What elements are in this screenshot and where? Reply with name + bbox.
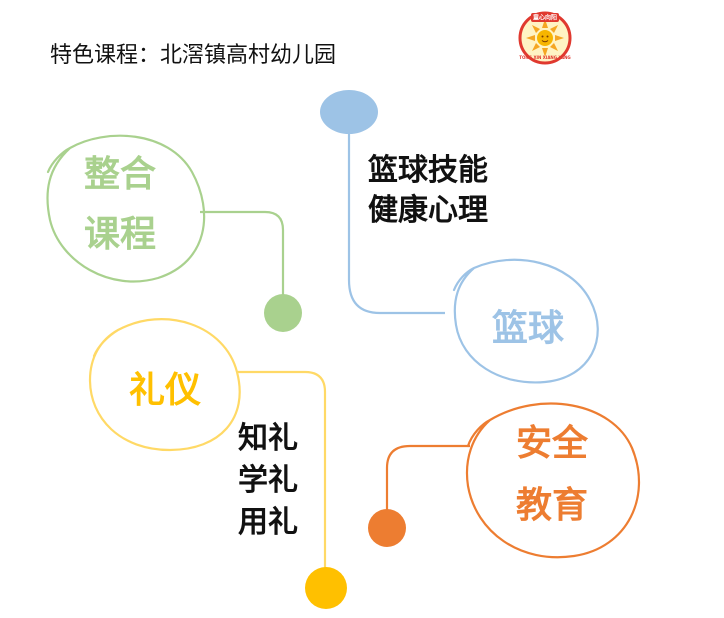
basketball-desc-line1: 篮球技能 xyxy=(368,153,488,188)
etiquette-desc-line1: 知礼 xyxy=(238,421,298,456)
basketball-label: 篮球 xyxy=(492,308,565,349)
etiquette-desc-line3: 用礼 xyxy=(238,505,298,540)
safety-connector-line xyxy=(385,444,470,510)
etiquette-bubble-outline xyxy=(88,318,241,452)
sun-logo-icon: 童心向阳 TONG XIN XIANG YANG xyxy=(518,11,572,65)
basketball-node-dot xyxy=(320,90,378,134)
basketball-bubble-outline xyxy=(452,258,599,384)
page-title: 特色课程：北滘镇高村幼儿园 xyxy=(50,43,336,68)
integrated-label-line1: 整合 xyxy=(84,154,156,195)
etiquette-node-dot xyxy=(305,567,347,609)
safety-label-line2: 教育 xyxy=(516,485,588,526)
safety-label-line1: 安全 xyxy=(516,422,589,464)
safety-bubble-outline xyxy=(465,402,641,559)
etiquette-label: 礼仪 xyxy=(129,370,201,411)
basketball-connector-line xyxy=(347,134,445,315)
logo-bottom-text: TONG XIN XIANG YANG xyxy=(519,55,570,60)
integrated-node-dot xyxy=(264,294,302,332)
basketball-desc-line2: 健康心理 xyxy=(368,193,488,228)
integrated-label-line2: 课程 xyxy=(84,214,156,255)
integrated-connector-line xyxy=(200,210,285,300)
logo-top-text: 童心向阳 xyxy=(533,14,557,22)
etiquette-connector-line xyxy=(237,370,327,568)
integrated-bubble-outline xyxy=(46,134,206,283)
etiquette-desc-line2: 学礼 xyxy=(238,463,298,498)
safety-node-dot xyxy=(368,509,406,547)
